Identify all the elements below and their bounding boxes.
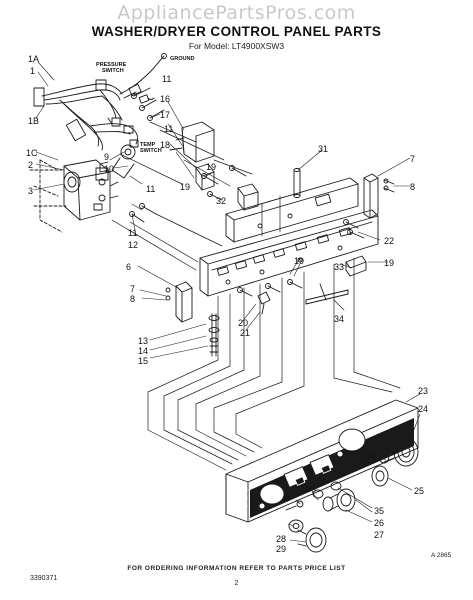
callout-11-left: 11 <box>128 228 137 238</box>
part-34 <box>305 283 349 305</box>
callout-9: 9 <box>104 152 109 162</box>
callout-35: 35 <box>374 506 384 516</box>
callout-19-upper: 19 <box>206 162 216 172</box>
callout-18: 18 <box>160 140 170 150</box>
callout-17: 17 <box>160 110 170 120</box>
callout-8-left: 8 <box>130 294 135 304</box>
explode-lines <box>111 121 401 471</box>
callout-19-mid: 19 <box>294 256 304 266</box>
callout-29: 29 <box>276 544 286 554</box>
part-33 <box>345 255 367 277</box>
wire-harness <box>33 53 167 151</box>
label-ground: GROUND <box>170 56 194 62</box>
ordering-note: FOR ORDERING INFORMATION REFER TO PARTS … <box>127 565 346 572</box>
callout-13: 13 <box>138 336 148 346</box>
callout-16: 16 <box>160 94 170 104</box>
callout-6: 6 <box>126 262 131 272</box>
bracket-6-left <box>165 281 193 323</box>
label-pressure-switch-2: SWITCH <box>102 68 124 74</box>
page-number: 2 <box>234 580 239 587</box>
callout-15: 15 <box>138 356 148 366</box>
drawing-code: A 2865 <box>431 552 452 559</box>
callout-12: 12 <box>128 240 138 250</box>
knob-28-29 <box>288 519 327 553</box>
page-title: WASHER/DRYER CONTROL PANEL PARTS <box>91 24 382 39</box>
callout-32: 32 <box>216 196 226 206</box>
callout-25: 25 <box>414 486 424 496</box>
callout-10: 10 <box>104 164 114 174</box>
callout-21: 21 <box>240 328 250 338</box>
leader-lines <box>33 61 421 543</box>
upper-back-bracket <box>225 177 359 243</box>
callout-11-mid: 11 <box>146 184 155 194</box>
switch-18 <box>195 163 215 191</box>
callout-22: 22 <box>384 236 394 246</box>
callout-20: 20 <box>238 318 248 328</box>
label-temp-switch-1: TEMP <box>140 142 156 148</box>
callout-30-left: 30 <box>306 484 316 494</box>
callout-34: 34 <box>334 314 344 324</box>
knob-26-27 <box>322 488 356 512</box>
callout-7-right: 7 <box>410 154 415 164</box>
knob-25 <box>371 465 389 487</box>
callout-11-upper: 11 <box>164 124 173 134</box>
callout-8-right: 8 <box>410 182 415 192</box>
callout-30-right: 30 <box>366 450 376 460</box>
model-line: For Model: LT4900XSW3 <box>188 41 285 51</box>
callout-1b: 1B <box>28 116 39 126</box>
front-console-panel <box>225 399 419 523</box>
label-temp-switch-2: SWITCH <box>140 148 162 154</box>
callout-31: 31 <box>318 144 328 154</box>
pin-31 <box>293 168 301 198</box>
callout-9-lower: 9 <box>284 494 289 504</box>
knob-24 <box>378 437 419 467</box>
group-boundaries <box>29 159 67 233</box>
callout-7-left: 7 <box>130 284 135 294</box>
switch-32 <box>237 183 259 211</box>
callout-33: 33 <box>334 262 344 272</box>
callout-24: 24 <box>418 404 428 414</box>
label-pressure-switch-1: PRESSURE <box>96 62 127 68</box>
callout-2: 2 <box>28 160 33 170</box>
part-number-callouts: 1A 1 1B 1C 2 3 6 7 8 9 10 11 11 11 12 13… <box>26 54 428 554</box>
watermark: AppliancePartsPros.com <box>117 2 356 24</box>
rod-13-15 <box>208 313 220 357</box>
document-number: 3390371 <box>30 575 58 582</box>
callout-14: 14 <box>138 346 148 356</box>
callout-1: 1 <box>30 66 35 76</box>
control-panel-rail <box>199 209 379 297</box>
callout-3: 3 <box>28 186 33 196</box>
callout-11-top: 11 <box>162 74 171 84</box>
clip-20 <box>257 291 271 315</box>
callout-26: 26 <box>374 518 384 528</box>
callout-19-right: 19 <box>384 258 394 268</box>
bracket-16 <box>169 121 215 163</box>
callout-1c: 1C <box>26 148 38 158</box>
callout-1a: 1A <box>28 54 39 64</box>
callout-23: 23 <box>418 386 428 396</box>
callout-19-left: 19 <box>180 182 190 192</box>
temp-switch <box>95 144 136 181</box>
callout-28: 28 <box>276 534 286 544</box>
bracket-7-right <box>363 173 395 219</box>
callout-27: 27 <box>374 530 384 540</box>
knob-30-35 <box>285 481 342 511</box>
